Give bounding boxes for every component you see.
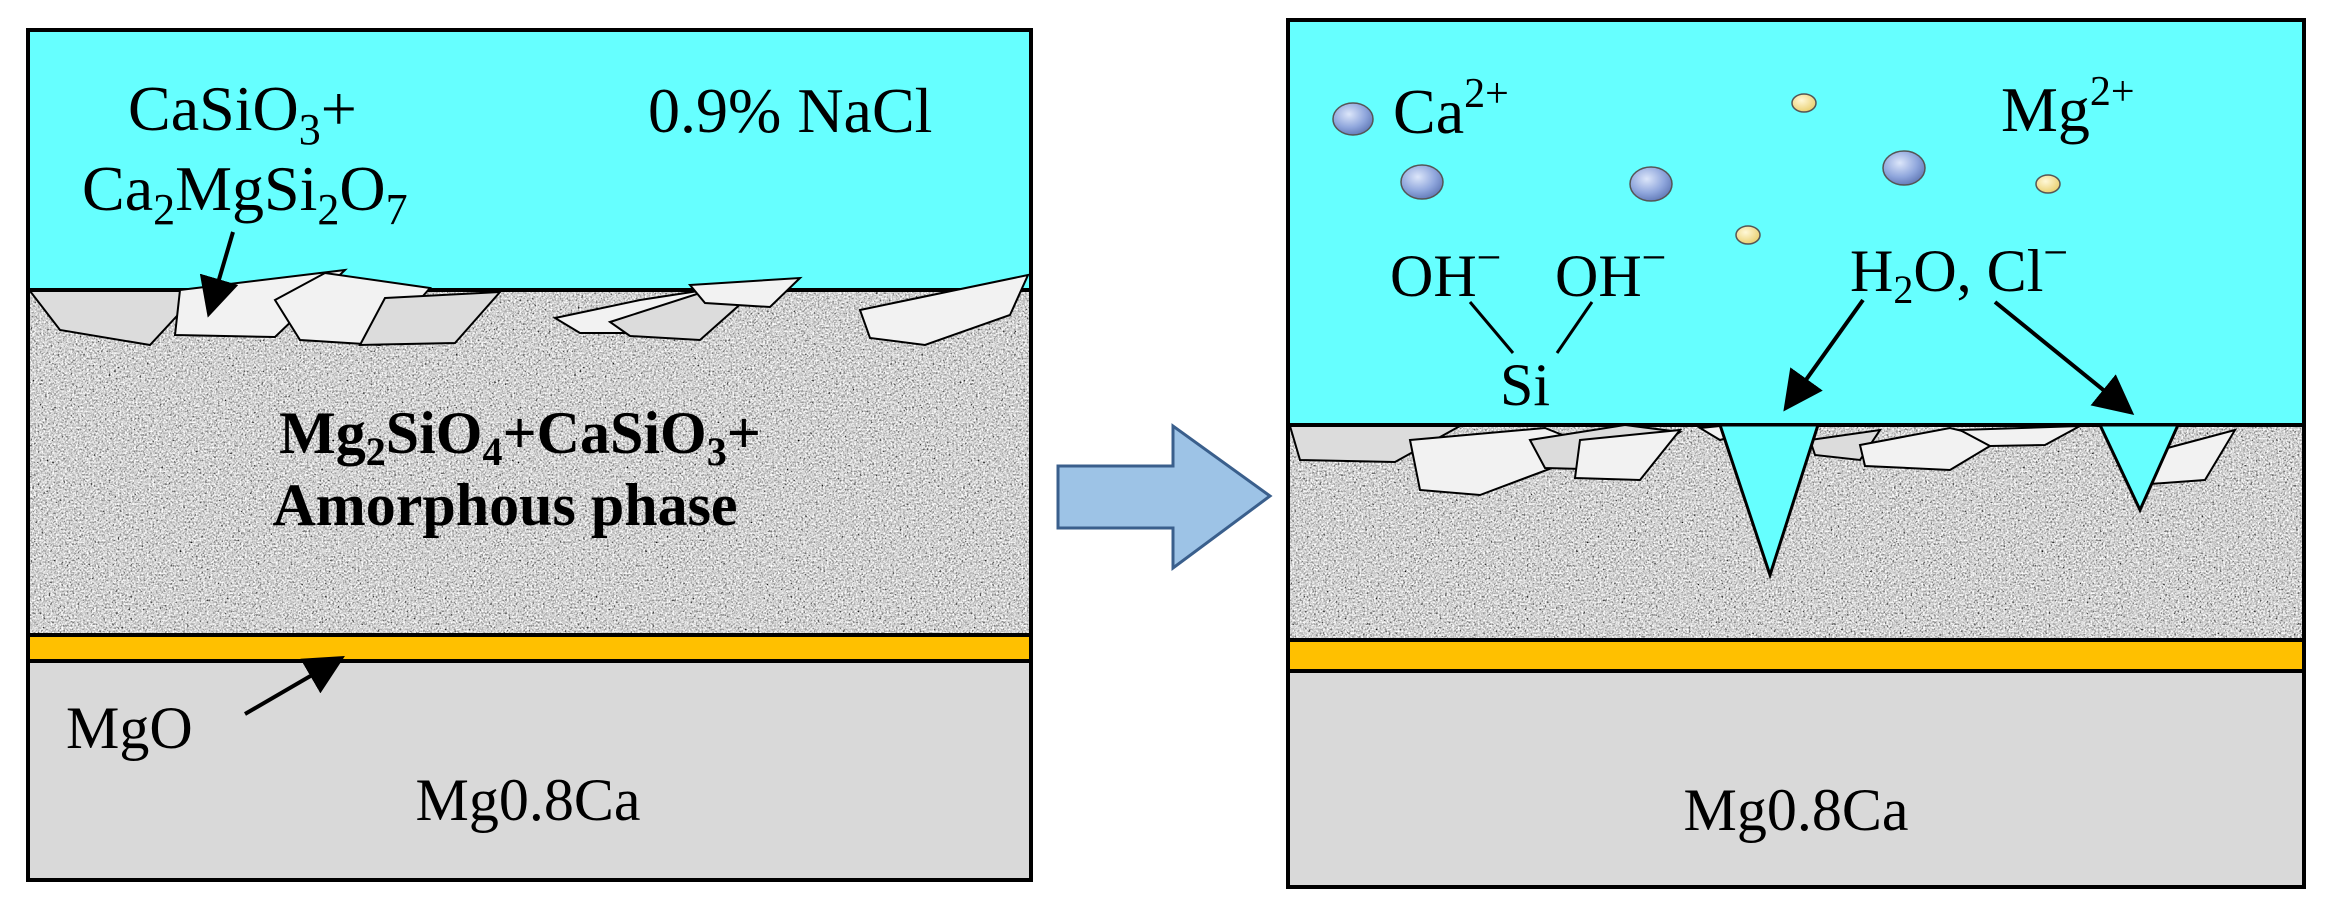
magnesium-ion [1791, 93, 1817, 113]
left-mgo-layer [26, 633, 1033, 663]
oxide-label: MgO [66, 695, 193, 761]
calcium-ion [1629, 166, 1673, 202]
transition-arrow [1056, 423, 1273, 571]
right-electrolyte [1286, 18, 2306, 427]
calcium-ion [1332, 102, 1374, 136]
attack-arrow-right [1993, 300, 2135, 416]
right-panel: Ca2+ Mg2+ OH− OH− Si H2O, Cl− Mg0.8Ca [1286, 18, 2306, 889]
crystal-flake [607, 291, 748, 342]
crystal-flake [858, 273, 1030, 347]
silanol-bonds [1468, 301, 1594, 354]
crystal-flake [27, 290, 203, 347]
solution-label: 0.9% NaCl [648, 75, 932, 146]
left-coating-layer [26, 288, 1033, 637]
corrosion-pits [1717, 423, 2181, 580]
crystal-flake [1858, 426, 2003, 472]
calcium-ion [1882, 150, 1926, 186]
coating-label-line1: Mg2SiO4+CaSiO3+ [279, 400, 761, 474]
corrosion-pit [2097, 423, 2181, 514]
hydroxyl-label-1: OH− [1390, 233, 1502, 309]
crystal-flake [1573, 428, 1683, 482]
crystal-flake [1288, 425, 1464, 464]
crystals-label-line2: Ca2MgSi2O7 [82, 153, 408, 234]
left-surface-crystals [27, 268, 1030, 347]
left-substrate [26, 659, 1033, 882]
coating-label-line2: Amorphous phase [272, 472, 737, 538]
crystal-pointer-arrow [199, 231, 239, 318]
right-mgo-layer [1286, 638, 2306, 673]
silicon-label: Si [1500, 352, 1550, 418]
corrosion-pit [1717, 423, 1821, 580]
crystal-flake [1956, 425, 2081, 448]
attack-arrow-left [1783, 298, 1865, 412]
magnesium-ion [1735, 225, 1761, 245]
crystals-label-line1: CaSiO3+ [128, 73, 357, 154]
magnesium-ion [2035, 174, 2061, 194]
left-substrate-label: Mg0.8Ca [416, 767, 641, 833]
calcium-ion [1400, 164, 1444, 200]
crystal-flake [358, 290, 503, 347]
crystal-flake [687, 276, 803, 309]
calcium-ion-label: Ca2+ [1393, 71, 1509, 147]
right-substrate-label: Mg0.8Ca [1684, 777, 1909, 843]
right-substrate [1286, 669, 2306, 889]
dissolved-ions [1332, 93, 2061, 245]
water-chloride-label: H2O, Cl− [1850, 228, 2068, 312]
magnesium-ion-label: Mg2+ [2001, 69, 2135, 145]
mgo-pointer-arrow [243, 655, 345, 716]
left-electrolyte [26, 28, 1033, 292]
hydroxyl-label-2: OH− [1555, 233, 1667, 309]
right-surface-crystals [1288, 423, 2238, 497]
left-panel: CaSiO3+ Ca2MgSi2O7 0.9% NaCl Mg2SiO4+CaS… [26, 28, 1033, 882]
